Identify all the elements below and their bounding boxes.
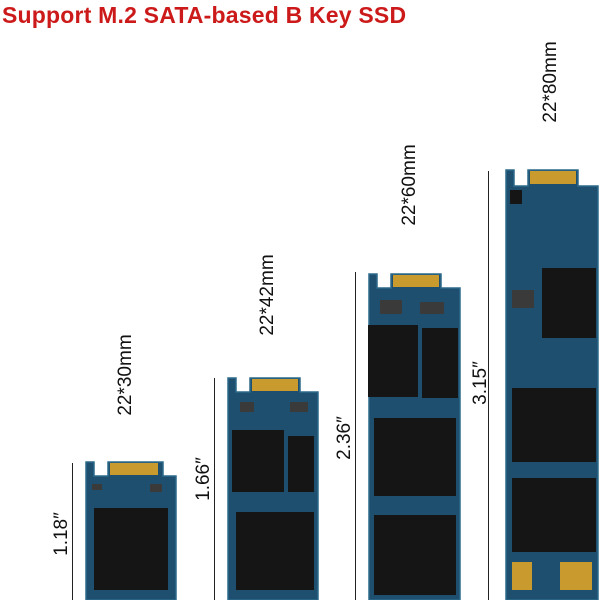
ssd-module-1 — [85, 461, 177, 600]
length-line-4 — [488, 171, 489, 600]
ssd-module-3 — [368, 273, 461, 600]
ssd-module-4 — [505, 169, 599, 600]
length-line-1 — [72, 463, 73, 600]
ssd-module-2 — [227, 377, 319, 600]
length-line-3 — [355, 272, 356, 600]
headline: Support M.2 SATA-based B Key SSD — [2, 2, 407, 28]
length-line-2 — [214, 378, 215, 600]
